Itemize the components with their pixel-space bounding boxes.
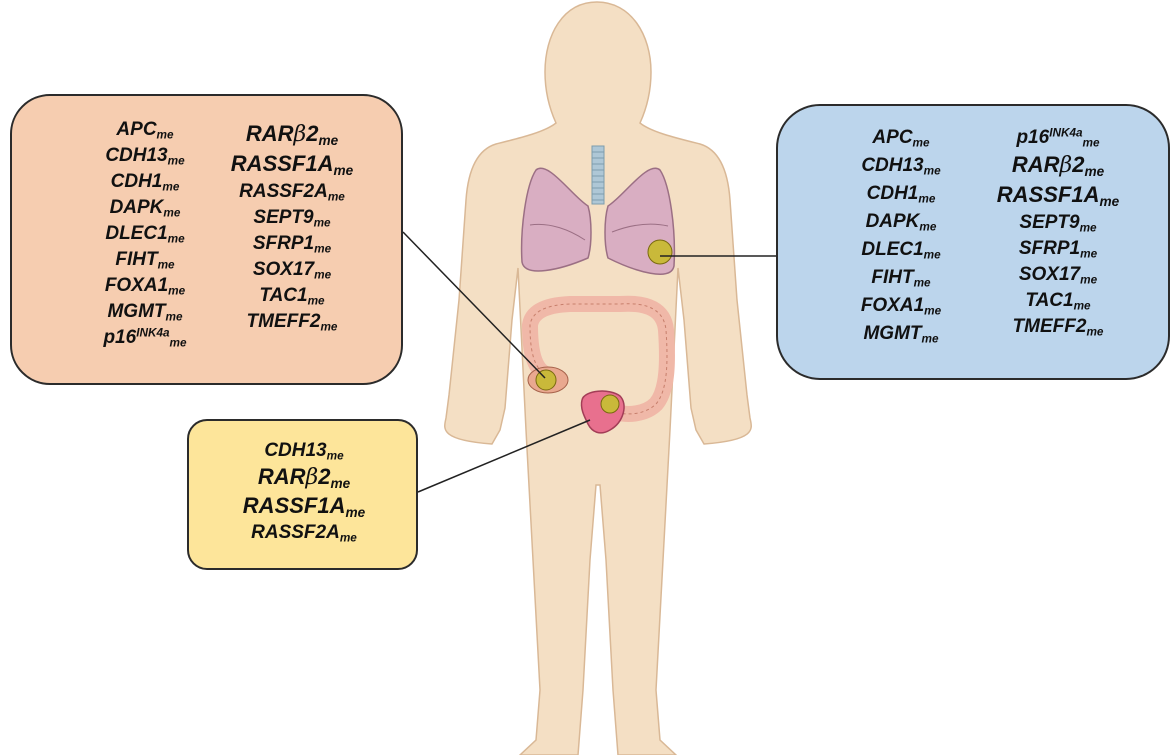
gene-marker: FIHTme [80,250,210,269]
human-body-silhouette [445,2,752,755]
bladder-tumor [601,395,619,413]
trachea [592,146,604,204]
gene-marker: SOX17me [207,260,377,279]
gene-marker: TMEFF2me [207,312,377,331]
gene-marker: MGMTme [836,324,966,343]
gene-marker: TAC1me [973,291,1143,310]
gene-marker: FOXA1me [836,296,966,315]
gene-marker: RASSF2Ame [209,523,399,542]
gene-marker: RASSF1Ame [973,184,1143,206]
gene-marker: APCme [80,120,210,139]
gene-marker: APCme [836,128,966,147]
gene-marker: p16INK4ame [80,328,210,347]
gene-marker: TMEFF2me [973,317,1143,336]
gene-marker: DLEC1me [80,224,210,243]
gene-marker: TAC1me [207,286,377,305]
gene-marker: RARβ2me [973,154,1143,177]
gene-marker: FOXA1me [80,276,210,295]
gene-marker: RARβ2me [207,123,377,146]
gene-marker: CDH1me [836,184,966,203]
gene-marker: RARβ2me [209,466,399,489]
gene-marker: CDH13me [209,441,399,460]
gene-marker: RASSF1Ame [209,495,399,517]
gene-marker: DAPKme [80,198,210,217]
gene-marker: FIHTme [836,268,966,287]
gene-marker: SFRP1me [973,239,1143,258]
gene-marker: CDH1me [80,172,210,191]
gene-marker: RASSF1Ame [207,153,377,175]
gene-marker: p16INK4ame [973,128,1143,147]
gene-marker: CDH13me [80,146,210,165]
colon-tumor [536,370,556,390]
gene-marker: MGMTme [80,302,210,321]
gene-marker: DLEC1me [836,240,966,259]
gene-marker: SOX17me [973,265,1143,284]
gene-marker: CDH13me [836,156,966,175]
gene-marker: SFRP1me [207,234,377,253]
gene-marker: DAPKme [836,212,966,231]
gene-marker: RASSF2Ame [207,182,377,201]
gene-marker: SEPT9me [973,213,1143,232]
gene-marker: SEPT9me [207,208,377,227]
lung-tumor [648,240,672,264]
